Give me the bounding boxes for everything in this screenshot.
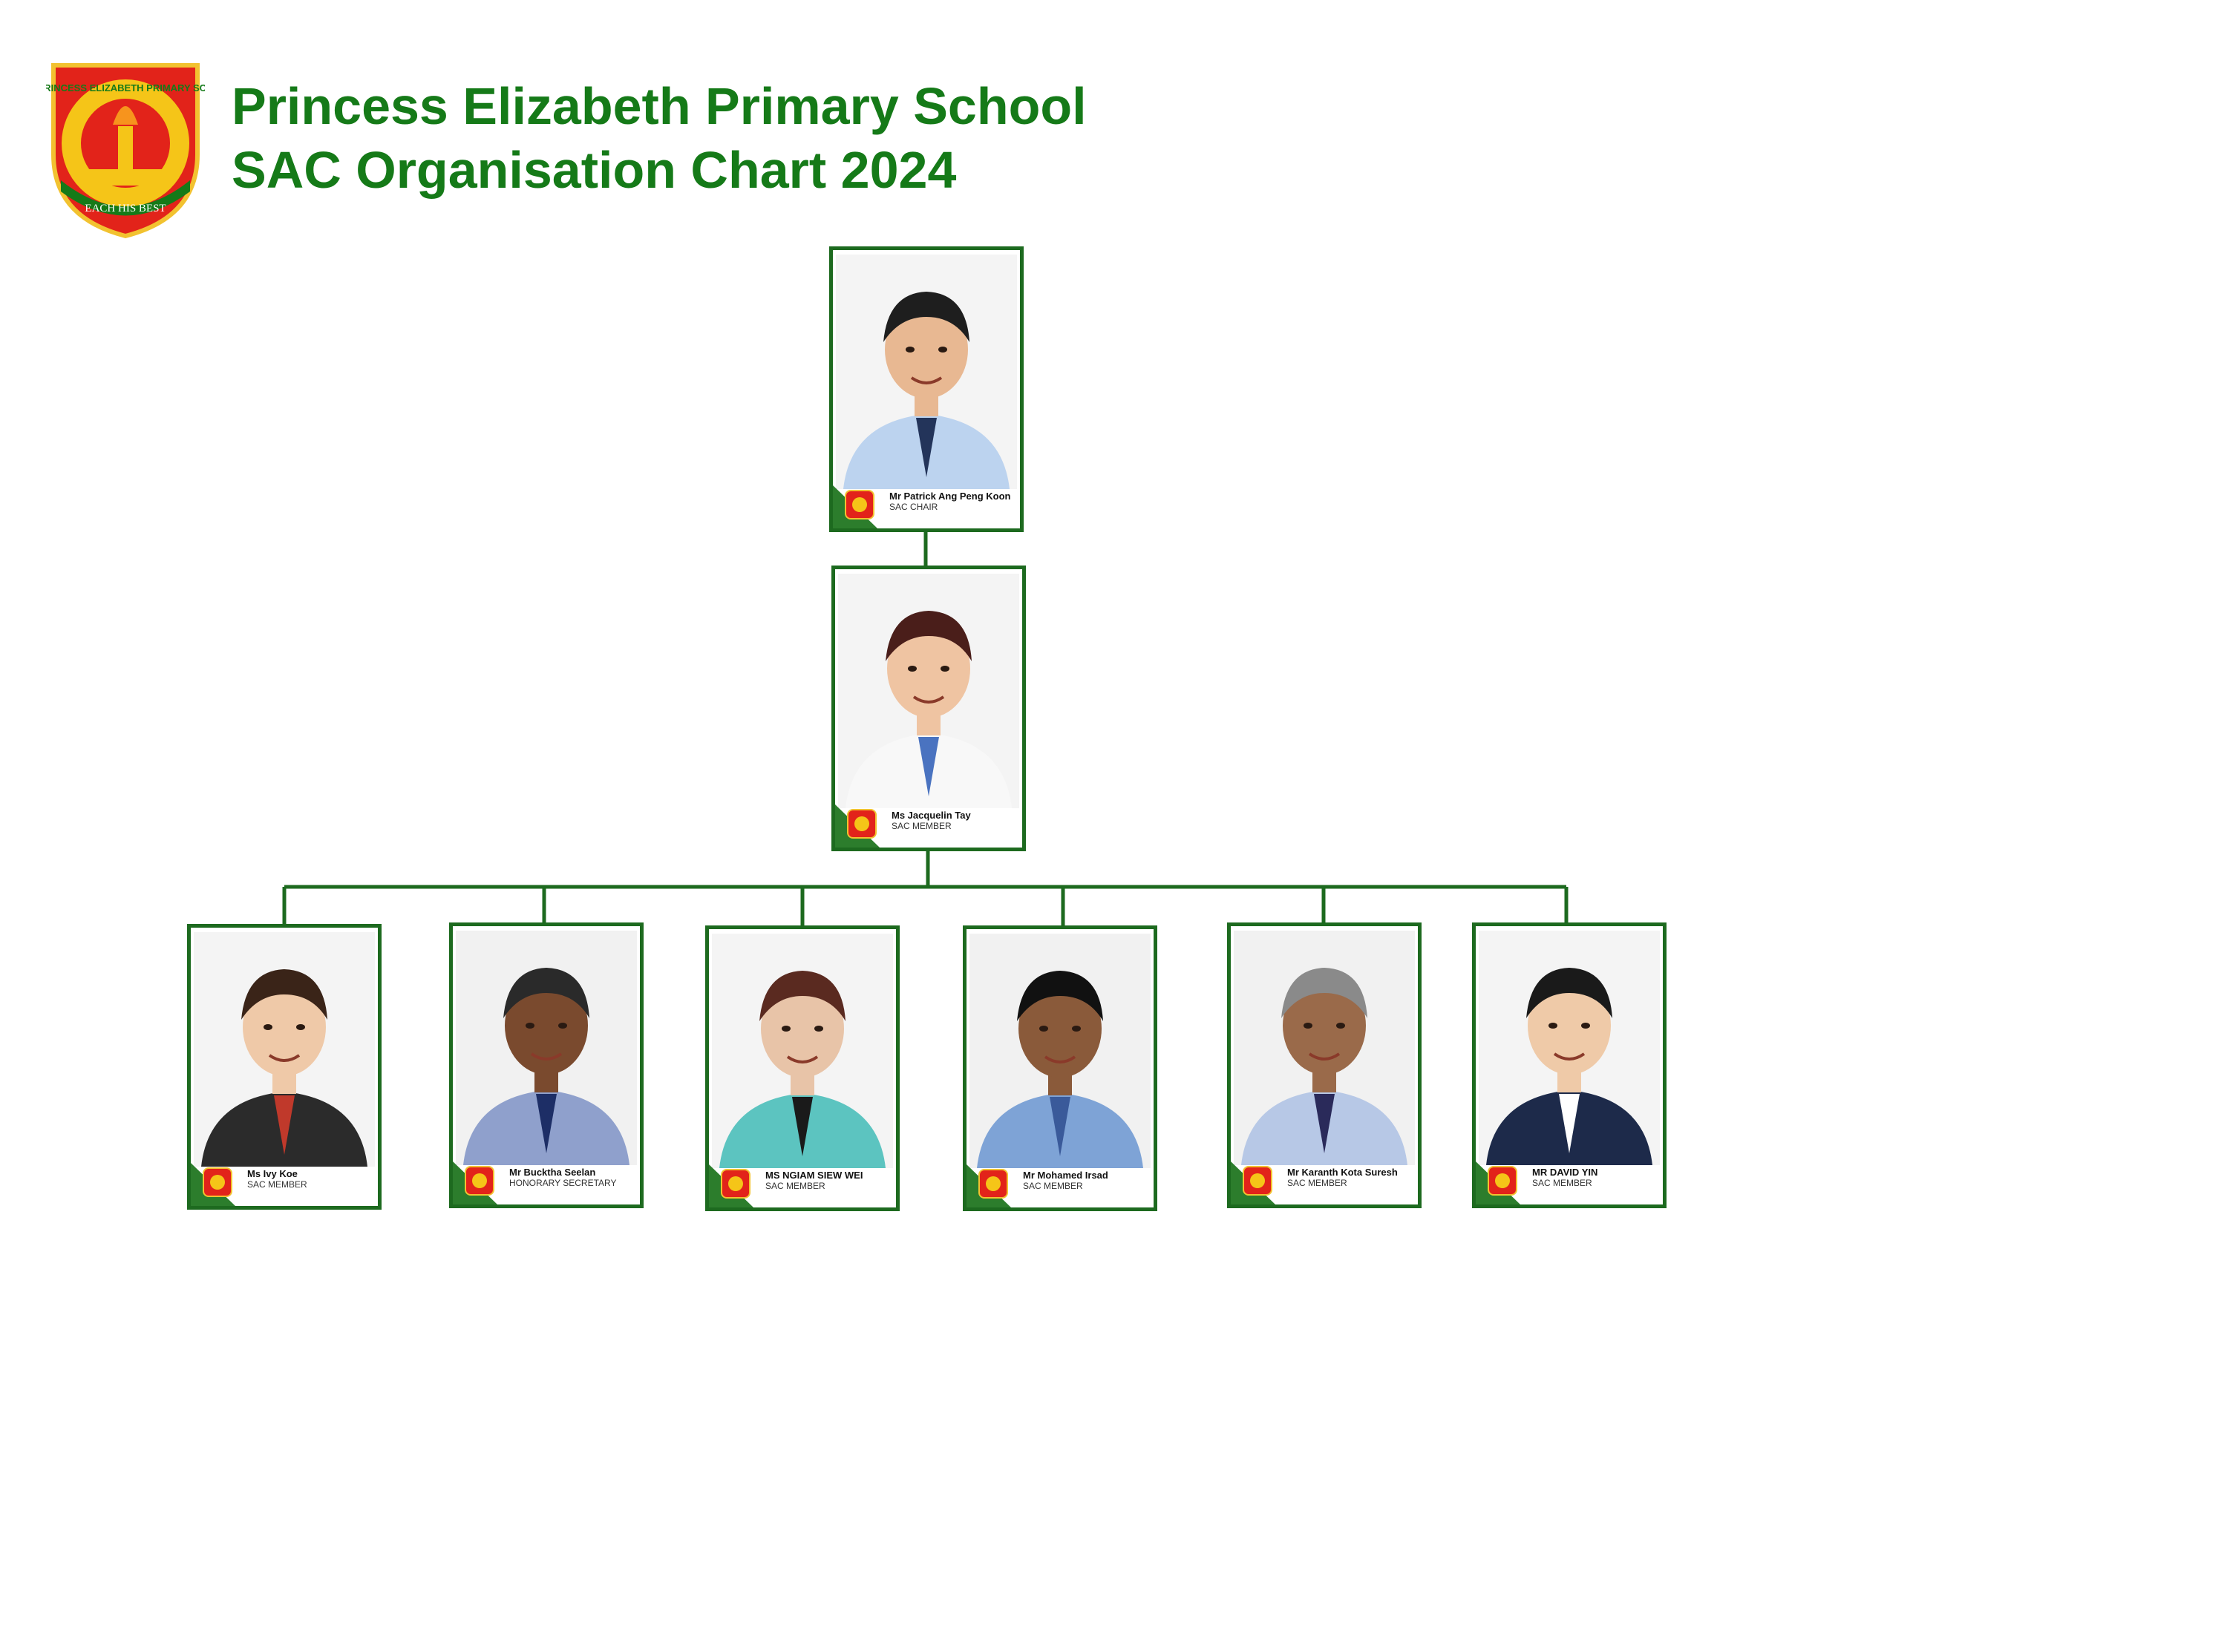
member-name: Mr Karanth Kota Suresh xyxy=(1287,1167,1398,1178)
logo-motto: EACH HIS BEST xyxy=(85,203,166,214)
member-role: SAC MEMBER xyxy=(892,821,952,831)
member-role: SAC MEMBER xyxy=(247,1179,307,1190)
school-logo: PRINCESS ELIZABETH PRIMARY SCH EACH HIS … xyxy=(38,58,213,240)
school-badge-icon xyxy=(1488,1166,1517,1196)
member-photo xyxy=(1479,931,1660,1165)
school-badge-icon xyxy=(1243,1166,1272,1196)
member-photo xyxy=(712,934,893,1168)
logo-ring-text: PRINCESS ELIZABETH PRIMARY SCH xyxy=(46,82,205,94)
member-name: Mr Bucktha Seelan xyxy=(509,1167,596,1178)
member-name: MS NGIAM SIEW WEI xyxy=(765,1170,863,1181)
school-name: Princess Elizabeth Primary School xyxy=(232,77,1087,135)
member-role: SAC MEMBER xyxy=(1023,1181,1083,1191)
member-photo xyxy=(838,574,1019,808)
chart-title: SAC Organisation Chart 2024 xyxy=(232,141,957,199)
member-role: SAC MEMBER xyxy=(1532,1178,1592,1188)
member-photo xyxy=(456,931,637,1165)
member-role: SAC MEMBER xyxy=(1287,1178,1347,1188)
member-name: Mr Patrick Ang Peng Koon xyxy=(889,491,1011,502)
member-name: Ms Jacquelin Tay xyxy=(892,810,971,821)
member-name: MR DAVID YIN xyxy=(1532,1167,1598,1178)
school-badge-icon xyxy=(978,1169,1008,1199)
member-photo xyxy=(194,932,375,1167)
member-name: Ms Ivy Koe xyxy=(247,1169,298,1179)
school-badge-icon xyxy=(845,490,874,519)
school-badge-icon xyxy=(721,1169,750,1199)
member-photo xyxy=(969,934,1151,1168)
school-badge-icon xyxy=(847,809,877,839)
school-badge-icon xyxy=(203,1167,232,1197)
member-photo xyxy=(1234,931,1415,1165)
member-role: SAC CHAIR xyxy=(889,502,938,512)
school-badge-icon xyxy=(465,1166,494,1196)
member-role: HONORARY SECRETARY xyxy=(509,1178,617,1188)
member-role: SAC MEMBER xyxy=(765,1181,825,1191)
member-photo xyxy=(836,255,1017,489)
page-title: Princess Elizabeth Primary School SAC Or… xyxy=(232,74,1087,202)
member-name: Mr Mohamed Irsad xyxy=(1023,1170,1108,1181)
